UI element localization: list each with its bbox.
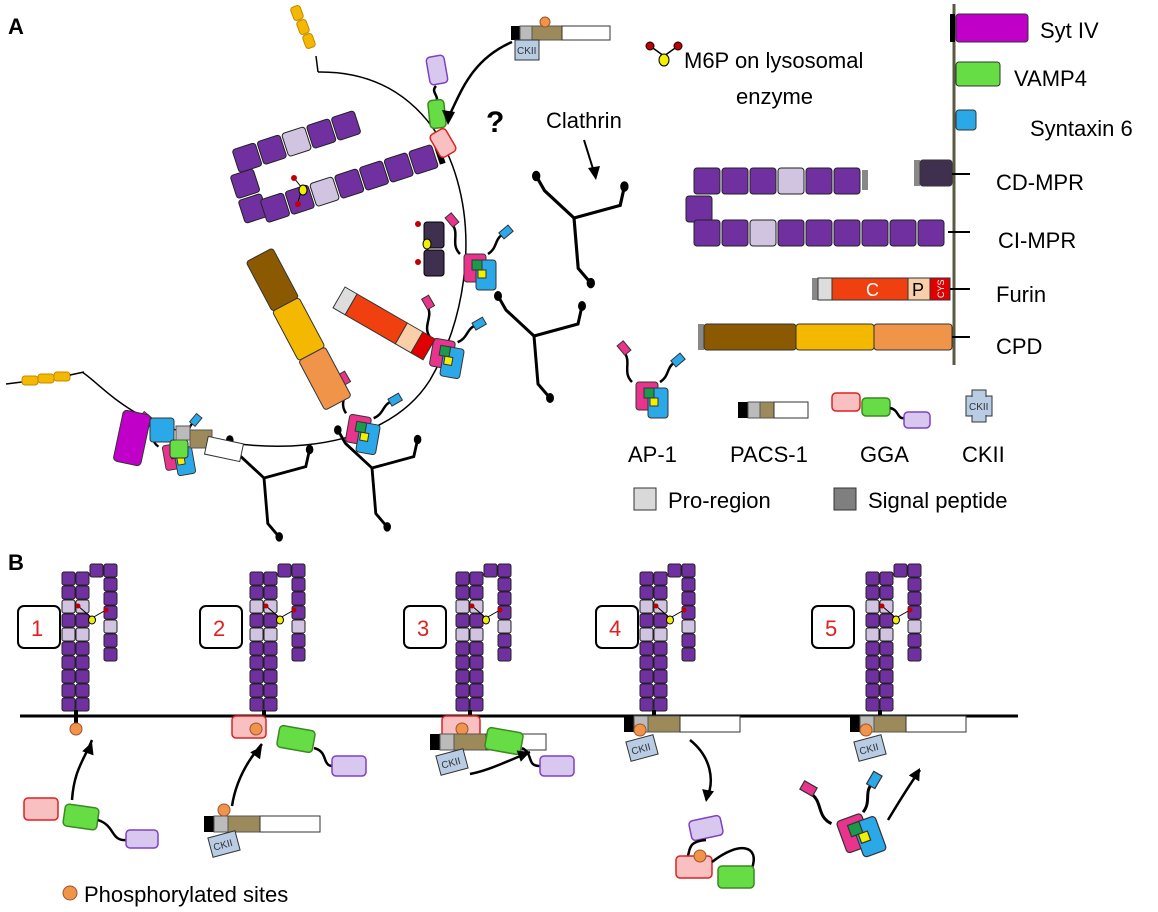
lipid-anchor-top <box>290 5 316 49</box>
legend-gga-glyph <box>831 392 931 429</box>
svg-text:CKII: CKII <box>440 756 462 772</box>
furin-on-membrane <box>332 286 436 361</box>
legend-label-pro-region: Pro-region <box>668 488 771 513</box>
legend-ckii-glyph: CKII <box>965 389 993 423</box>
legend-label-gga: GGA <box>860 442 909 467</box>
legend-label-cd-mpr: CD-MPR <box>996 170 1084 195</box>
question-mark: ? <box>486 106 504 139</box>
legend-furin: C P CYS <box>812 277 970 301</box>
step-number: 5 <box>825 616 837 641</box>
cpd-on-membrane <box>246 248 351 410</box>
legend-syntaxin6 <box>955 109 977 131</box>
step-number: 1 <box>31 616 43 641</box>
snare-cluster <box>113 409 245 467</box>
ckii-top: CKII <box>514 39 540 61</box>
lipid-anchor-left <box>5 371 85 386</box>
svg-text:CKII: CKII <box>858 742 880 758</box>
clathrin-arrow <box>583 139 595 173</box>
legend-ap-1-glyph <box>616 340 686 419</box>
step-number: 4 <box>609 616 621 641</box>
clathrin-triskelia <box>226 170 629 542</box>
gga-docking <box>425 54 457 159</box>
clathrin-label: Clathrin <box>546 108 622 133</box>
pro-region-swatch <box>633 487 657 511</box>
svg-text:CKII: CKII <box>969 402 988 413</box>
legend-ci-mpr <box>685 167 970 247</box>
legend-label-ap-1: AP-1 <box>628 442 677 467</box>
phospho-legend-dot <box>62 885 78 901</box>
legend-label-vamp4: VAMP4 <box>1014 66 1087 91</box>
legend-label-syntaxin6: Syntaxin 6 <box>1030 116 1133 141</box>
ci-mpr-lumenal-domain <box>230 110 446 224</box>
legend-label-pacs-1: PACS-1 <box>730 442 808 467</box>
legend-syt-iv <box>950 13 1029 43</box>
m6p-label: M6P on lysosomal <box>684 48 863 73</box>
legend-label-ckii: CKII <box>962 442 1005 467</box>
membrane-tail-top <box>315 55 319 73</box>
legend-cpd <box>698 323 970 351</box>
legend-label-cpd: CPD <box>996 334 1042 359</box>
phospho-legend-label: Phosphorylated sites <box>84 882 288 907</box>
svg-text:C: C <box>866 280 879 300</box>
step-number: 2 <box>213 616 225 641</box>
m6p-label-2: enzyme <box>736 84 813 109</box>
legend-pacs-1-glyph <box>738 401 809 419</box>
legend-label-ci-mpr: CI-MPR <box>998 228 1076 253</box>
cd-mpr-on-membrane <box>415 221 445 277</box>
m6p-glyph <box>645 41 683 67</box>
panel-b-label: B <box>8 550 24 575</box>
arrow-to-gga <box>446 40 513 119</box>
svg-text:P: P <box>912 280 924 300</box>
legend-cd-mpr <box>914 159 970 187</box>
svg-text:CKII: CKII <box>630 742 652 758</box>
legend-label-furin: Furin <box>996 282 1046 307</box>
svg-text:CKII: CKII <box>212 838 234 854</box>
svg-text:CYS: CYS <box>936 279 946 298</box>
clathrin-arrow-head <box>588 166 600 180</box>
legend-label-signal-peptide: Signal peptide <box>868 488 1007 513</box>
arrow-head <box>442 110 455 125</box>
step-number: 3 <box>417 616 429 641</box>
pacs-1-top <box>511 16 611 41</box>
panel-a-label: A <box>8 14 24 39</box>
signal-peptide-swatch <box>833 487 857 511</box>
legend-label-syt-iv: Syt IV <box>1040 18 1099 43</box>
svg-text:CKII: CKII <box>517 46 536 57</box>
legend-vamp4 <box>955 61 1001 87</box>
